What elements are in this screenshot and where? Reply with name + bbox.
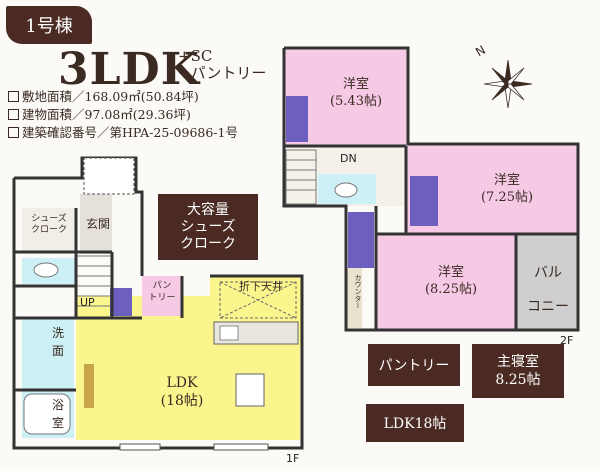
spec-building-area: 建物面積／97.08㎡(29.36坪): [8, 106, 238, 124]
stairs-2f: [285, 149, 317, 205]
label-shoes-closet: シューズ クローク: [30, 214, 67, 235]
label-washroom: 洗 面: [51, 326, 64, 358]
counter-area: [346, 268, 362, 328]
toilet-2f-icon: [334, 182, 358, 198]
label-room-7-25: 洋室 (7.25帖): [480, 173, 534, 205]
window-1f-b: [213, 443, 269, 451]
floor-label-2f: 2F: [560, 334, 574, 347]
tag-master-bedroom: 主寝室 8.25帖: [472, 344, 564, 398]
checkbox-icon: [8, 91, 19, 102]
room-2f-master: [376, 234, 516, 330]
toilet-icon: [33, 262, 59, 278]
label-room-8-25: 洋室 (8.25帖): [424, 265, 478, 297]
building-badge: 1号棟: [6, 6, 92, 44]
walls-2f: [282, 46, 580, 332]
tag-pantry: パントリー: [368, 344, 460, 386]
label-up: UP: [80, 296, 95, 309]
tag-ldk: LDK18帖: [366, 404, 464, 442]
layout-type-title: 3LDK: [58, 44, 200, 95]
tv-stand: [84, 364, 94, 408]
layout-extra-sc: +SC: [178, 47, 213, 65]
floor-label-1f: 1F: [286, 452, 300, 465]
layout-type-extras: +SC +パントリー: [178, 48, 266, 82]
pantry-area: [142, 276, 182, 316]
sink-icon: [219, 325, 239, 341]
building-badge-text: 1号棟: [25, 16, 73, 37]
bathtub-icon: [23, 393, 71, 435]
checkbox-icon: [8, 127, 19, 138]
balcony-area: [516, 234, 578, 330]
label-counter: カウンター: [354, 274, 362, 309]
window-1f-a: [119, 443, 161, 451]
entrance-floor: [80, 194, 112, 254]
closet-2f-b: [410, 176, 438, 226]
spec-list: 敷地面積／168.09㎡(50.84坪) 建物面積／97.08㎡(29.36坪)…: [8, 88, 238, 142]
label-lowered-ceiling: 折下天井: [239, 280, 283, 293]
closet-2f-c: [348, 212, 374, 268]
closet-2f-a: [286, 96, 308, 142]
label-room-5-43: 洋室 (5.43帖): [329, 77, 383, 109]
label-balcony: バル コニー: [527, 265, 569, 315]
shoe-closet-area: [22, 208, 76, 252]
compass-icon: [483, 59, 533, 109]
lowered-ceiling-marker: [219, 281, 297, 319]
tag-large-shoe-closet: 大容量 シューズ クローク: [158, 194, 258, 260]
label-bathroom: 浴 室: [51, 398, 64, 430]
dining-table: [235, 373, 265, 407]
label-pantry-1f: パン トリー: [148, 281, 176, 303]
layout-extra-pantry: +パントリー: [178, 64, 267, 82]
label-dn: DN: [340, 152, 357, 165]
closet-1f: [110, 288, 132, 316]
checkbox-icon: [8, 109, 19, 120]
spec-site-area: 敷地面積／168.09㎡(50.84坪): [8, 88, 238, 106]
label-entrance: 玄関: [85, 217, 110, 231]
spec-permit-number: 建築確認番号／第HPA-25-09686-1号: [8, 124, 238, 142]
walls-1f: [12, 156, 304, 450]
label-ldk-1f: LDK (18帖): [160, 375, 204, 409]
entrance-door: [83, 157, 135, 195]
